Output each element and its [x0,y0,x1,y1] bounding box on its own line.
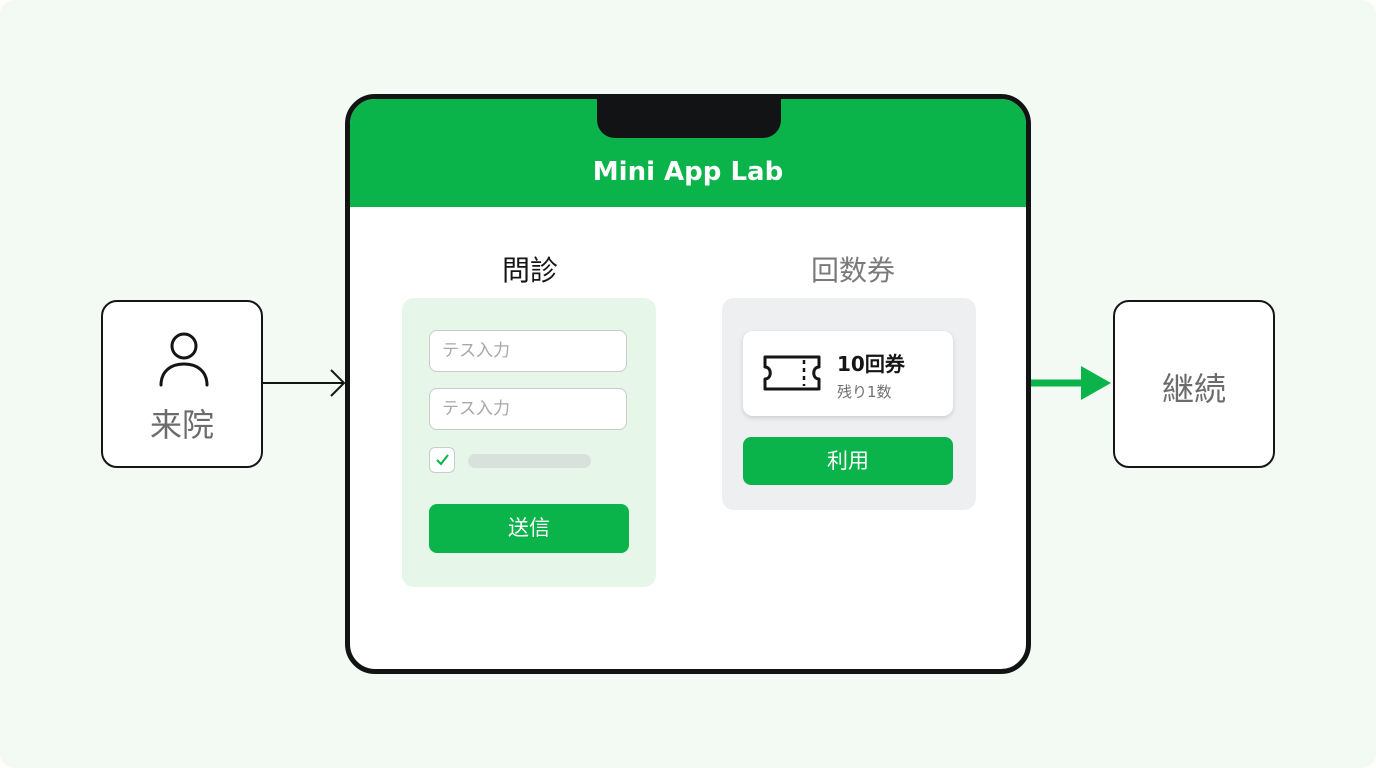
consent-checkbox[interactable] [429,447,455,473]
checkbox-label-placeholder [468,454,591,468]
arrow-visit-to-inquiry [263,369,346,397]
continue-label: 継続 [1161,370,1226,408]
visit-box: 来院 [101,300,263,468]
submit-button[interactable]: 送信 [429,504,629,553]
inquiry-title: 問診 [501,254,558,287]
phone-frame: Mini App Lab 問診 回数券 テス入力 テス入力 送信 10回券 [345,94,1031,674]
ticket-title: 回数券 [810,254,895,287]
ticket-info-card: 10回券 残り1数 [743,331,953,416]
app-header: Mini App Lab [350,99,1026,207]
person-icon [159,332,209,387]
use-ticket-button[interactable]: 利用 [743,437,953,485]
app-title: Mini App Lab [592,157,784,187]
inquiry-text-field-2[interactable]: テス入力 [429,388,627,430]
ticket-remaining: 残り1数 [837,383,892,401]
phone-notch [597,99,781,138]
ticket-name: 10回券 [837,352,905,376]
check-icon [436,454,449,466]
continue-box: 継続 [1113,300,1275,468]
inquiry-form: テス入力 テス入力 送信 [402,298,656,587]
inquiry-text-field-1[interactable]: テス入力 [429,330,627,372]
ticket-icon [763,355,821,391]
visit-label: 来院 [149,406,214,444]
ticket-panel: 10回券 残り1数 利用 [722,298,976,510]
